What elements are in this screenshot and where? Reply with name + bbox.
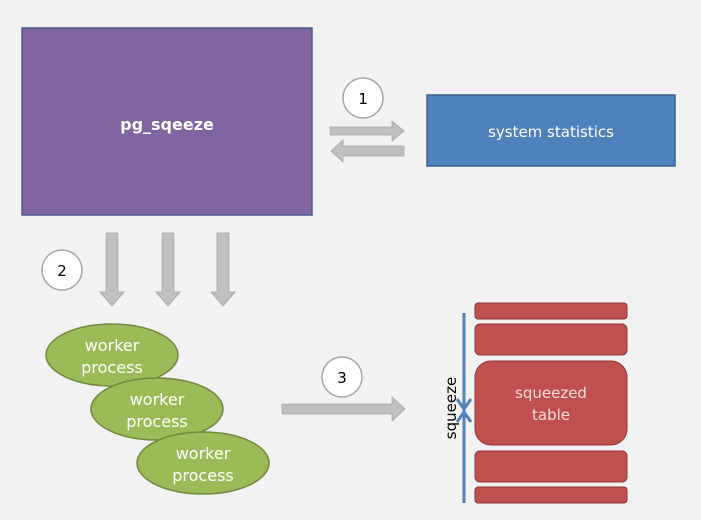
step-1-label: 1 xyxy=(358,90,368,108)
worker-label-line2: process xyxy=(126,412,187,431)
worker-label-line2: process xyxy=(172,466,233,485)
chevron-down-icon xyxy=(455,398,473,412)
table-label-line1: squeezed xyxy=(515,384,587,402)
pg-squeeze-label: pg_sqeeze xyxy=(120,115,214,134)
arrow-left-icon xyxy=(330,139,405,163)
pg-squeeze-box[interactable]: pg_sqeeze xyxy=(21,27,313,216)
arrow-down-icon xyxy=(99,232,125,307)
worker-process-2[interactable]: worker process xyxy=(90,377,224,441)
squeeze-indicator: squeeze xyxy=(442,313,473,503)
system-statistics-label: system statistics xyxy=(488,123,614,141)
worker-label-line2: process xyxy=(81,358,142,377)
squeeze-label: squeeze xyxy=(442,377,460,439)
table-block xyxy=(474,450,628,483)
step-2-label: 2 xyxy=(57,262,67,280)
table-blocks: squeezed table xyxy=(474,302,628,504)
table-block xyxy=(474,486,628,504)
spawn-arrows xyxy=(99,232,236,307)
worker-label-line1: worker xyxy=(176,444,231,463)
step-1-badge: 1 xyxy=(342,77,384,119)
step-3-label: 3 xyxy=(337,369,347,387)
arrow-right-icon xyxy=(281,396,406,422)
exchange-arrows xyxy=(329,120,405,163)
arrow-right-icon xyxy=(329,120,405,142)
table-block xyxy=(474,302,628,320)
worker-label-line1: worker xyxy=(130,390,185,409)
system-statistics-box[interactable]: system statistics xyxy=(426,94,676,167)
chevron-up-icon xyxy=(455,409,473,423)
arrow-down-icon xyxy=(210,232,236,307)
arrow-down-icon xyxy=(155,232,181,307)
worker-process-1[interactable]: worker process xyxy=(45,323,179,387)
step-2-badge: 2 xyxy=(41,249,83,291)
table-block xyxy=(474,323,628,356)
worker-process-3[interactable]: worker process xyxy=(136,431,270,495)
worker-label-line1: worker xyxy=(85,336,140,355)
squeezed-table-block xyxy=(474,360,628,446)
table-label-line2: table xyxy=(532,406,570,424)
step-3-badge: 3 xyxy=(321,356,363,398)
